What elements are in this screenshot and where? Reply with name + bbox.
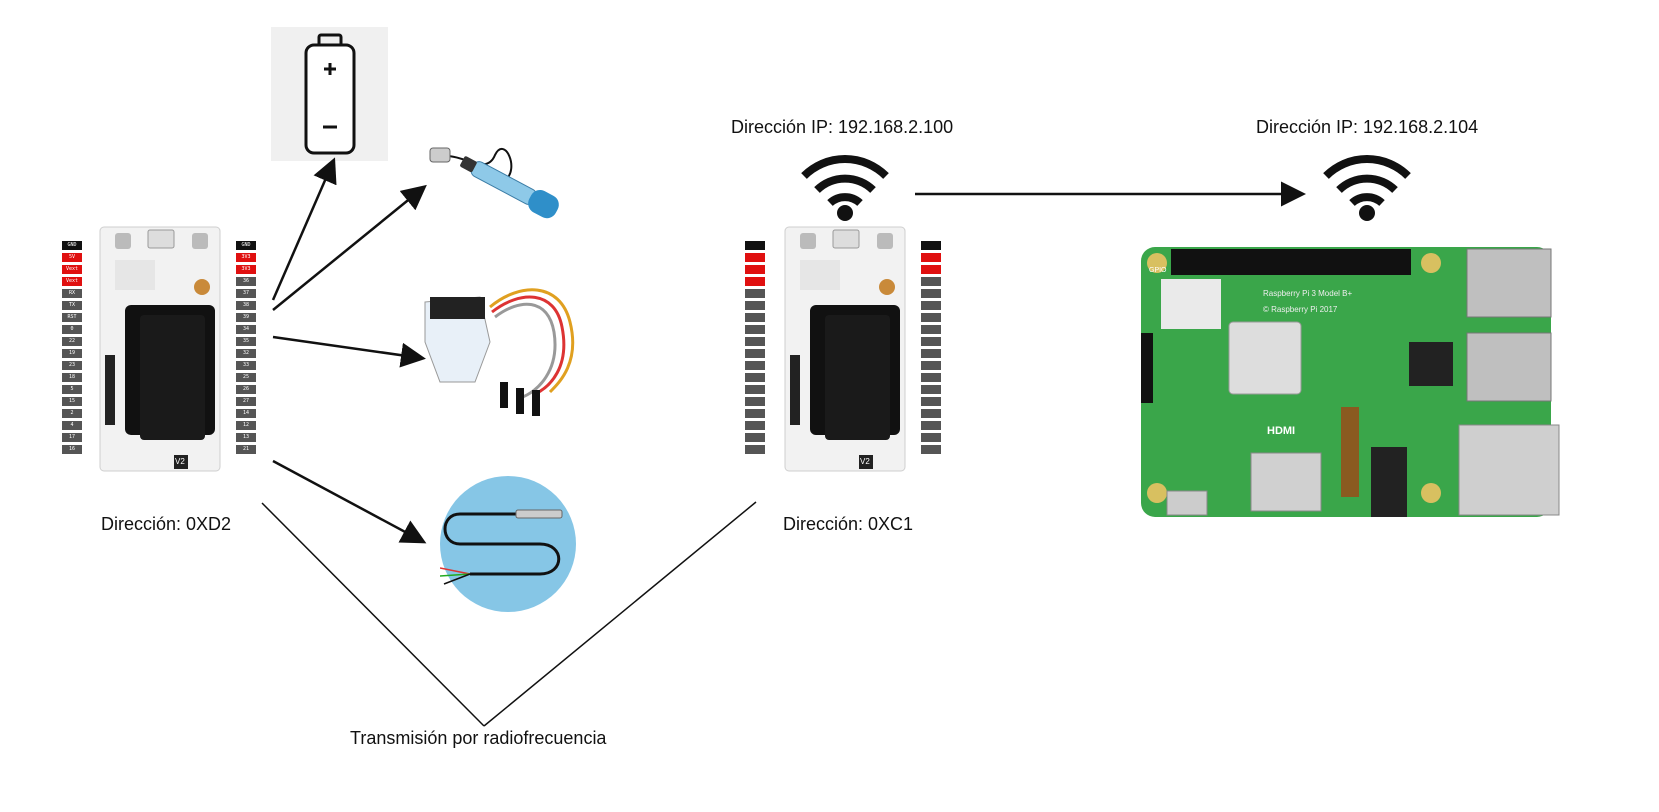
pin-label: 14: [236, 409, 256, 418]
board-mark: V2: [860, 457, 870, 466]
pin-label: 32: [236, 349, 256, 358]
wifi-icon: [1322, 150, 1412, 225]
pin-label: 22: [62, 337, 82, 346]
arrow-to-turbidity: [272, 335, 426, 368]
raspberry-ip: Dirección IP: 192.168.2.104: [1256, 117, 1479, 137]
pin-label: 3V3: [236, 265, 256, 274]
pin-label: 0: [62, 325, 82, 334]
node-right-address: Dirección: 0XC1: [783, 514, 914, 534]
raspberry-gpio-text: GPIO: [1149, 267, 1167, 274]
arrow-to-battery: [271, 157, 337, 301]
pin-label: 5V: [62, 253, 82, 262]
lora-board-left: [99, 226, 221, 472]
arrow-to-ph-probe: [272, 184, 427, 311]
pin-label: 17: [62, 433, 82, 442]
pin-label: 19: [62, 349, 82, 358]
pin-label: Vext: [62, 277, 82, 286]
pin-label: RX: [62, 289, 82, 298]
pin-label: Vext: [62, 265, 82, 274]
raspberry-hdmi-text: HDMI: [1267, 425, 1296, 437]
pin-label: GND: [62, 241, 82, 250]
raspberry-board-text: Raspberry Pi 3 Model B+: [1263, 289, 1353, 298]
pin-label: 35: [236, 337, 256, 346]
pin-label: 23: [62, 361, 82, 370]
pin-label: GND: [236, 241, 256, 250]
pin-label: 33: [236, 361, 256, 370]
pin-label: 27: [236, 397, 256, 406]
pin-label: 15: [62, 397, 82, 406]
ph-probe-icon: [425, 140, 585, 230]
wifi-icon: [800, 150, 890, 225]
lora-board-right: [745, 226, 941, 472]
pin-label: RST: [62, 313, 82, 322]
rf-line-left: [261, 502, 485, 727]
pin-label: 2: [62, 409, 82, 418]
pin-label: 18: [62, 373, 82, 382]
pin-label: 5: [62, 385, 82, 394]
turbidity-sensor-icon: [420, 282, 590, 432]
pin-label: 37: [236, 289, 256, 298]
lora-node-left: V2: [60, 225, 260, 473]
pin-label: 39: [236, 313, 256, 322]
rf-line-right: [483, 501, 757, 727]
raspberry-copyright-text: © Raspberry Pi 2017: [1263, 305, 1338, 314]
pin-label: 34: [236, 325, 256, 334]
pin-label: 12: [236, 421, 256, 430]
pin-label: 16: [62, 445, 82, 454]
pin-label: 26: [236, 385, 256, 394]
raspberry-pi-board: Raspberry Pi 3 Model B+ © Raspberry Pi 2…: [1141, 247, 1564, 532]
pin-label: 38: [236, 301, 256, 310]
arrow-to-temperature: [272, 459, 427, 544]
temperature-sensor-icon: [439, 476, 576, 612]
lora-node-right: V2: [745, 225, 945, 473]
pin-label: 21: [236, 445, 256, 454]
rf-transmission-label: Transmisión por radiofrecuencia: [350, 728, 607, 748]
node-left-address: Dirección: 0XD2: [101, 514, 232, 534]
board-mark: V2: [175, 457, 185, 466]
pin-label: 36: [236, 277, 256, 286]
node-right-ip: Dirección IP: 192.168.2.100: [731, 117, 954, 137]
pin-label: 13: [236, 433, 256, 442]
pin-label: TX: [62, 301, 82, 310]
battery-icon: [271, 27, 388, 161]
pin-label: 25: [236, 373, 256, 382]
pin-label: 3V3: [236, 253, 256, 262]
pin-label: 4: [62, 421, 82, 430]
